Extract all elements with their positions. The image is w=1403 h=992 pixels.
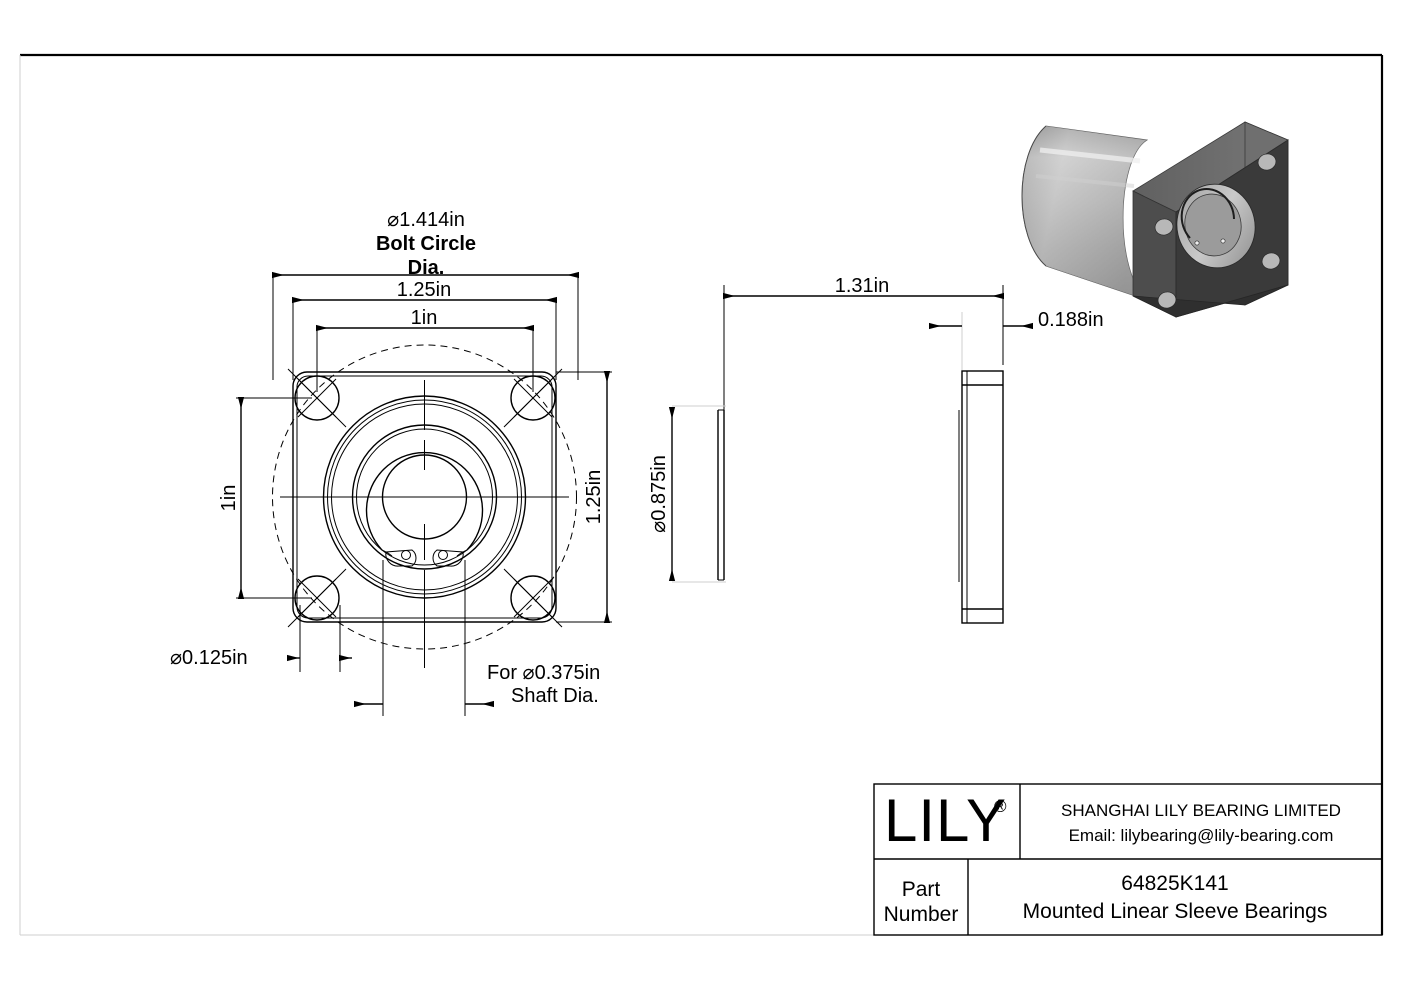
front-view: ⌀1.414in Bolt Circle Dia. 1.25in 1in 1in [170,209,612,716]
sleeve-dia-label: ⌀0.875in [648,455,670,533]
title-block [873,783,1383,936]
front-view-centerlines [280,380,569,668]
bolt-hole-bottom-left [287,568,347,628]
iso-bore [1176,183,1256,269]
side-view-extension-lines [672,285,1004,583]
part-number-label-line2: Number [884,903,959,926]
bolt-hole-top-right [503,368,563,428]
part-number-label-line1: Part [902,878,941,901]
lily-logo-text: LILY [884,787,1007,854]
bolt-span-left-label: 1in [218,485,240,512]
company-name: SHANGHAI LILY BEARING LIMITED [1061,801,1341,820]
isometric-view [1021,121,1289,318]
shaft-dia-label-line2: Shaft Dia. [511,685,599,707]
bolt-circle-note-line1: Bolt Circle [376,233,476,255]
iso-bolt-holes [1154,153,1281,309]
flange-height-label: 1.25in [583,470,605,525]
shaft-dia-label-line1: For ⌀0.375in [487,662,600,684]
bolt-circle-dia-label: ⌀1.414in [387,209,465,231]
part-number-value: 64825K141 [1121,872,1228,895]
bolt-hole-bottom-right [503,568,563,628]
front-view-extension-lines [236,275,612,716]
iso-sleeve-body [1021,125,1149,301]
bolt-hole-dia-label: ⌀0.125in [170,647,248,669]
company-email: Email: lilybearing@lily-bearing.com [1069,826,1334,845]
bolt-circle-hidden [272,344,577,650]
registered-trademark-icon: ® [994,797,1007,816]
side-view: 1.31in 0.188in ⌀0.875in [648,275,1104,624]
side-sleeve-profile [717,409,725,581]
flange-thickness-label: 0.188in [1038,309,1104,331]
overall-length-label: 1.31in [835,275,890,297]
side-flange-block [958,370,1004,624]
flange-width-label: 1.25in [397,279,452,301]
bolt-span-top-label: 1in [411,307,438,329]
bolt-hole-top-left [287,368,347,428]
product-name: Mounted Linear Sleeve Bearings [1023,900,1328,923]
bolt-circle-note-line2: Dia. [408,257,445,279]
